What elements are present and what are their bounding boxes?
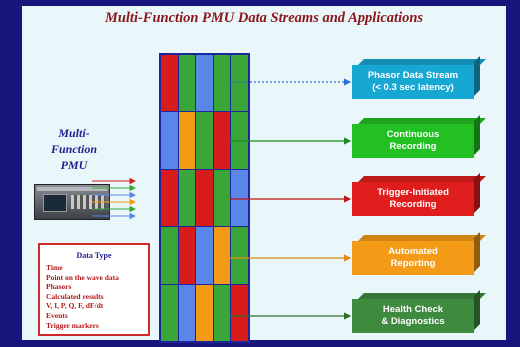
output-box: Phasor Data Stream (< 0.3 sec latency) xyxy=(352,56,486,99)
bus-cell xyxy=(231,55,248,112)
arrows-layer xyxy=(92,78,352,320)
output-box: Trigger-Initiated Recording xyxy=(352,173,486,216)
bus-cell xyxy=(196,112,213,169)
bus-cell xyxy=(178,55,196,112)
data-type-item: Events xyxy=(46,310,68,320)
bus-cell xyxy=(213,112,231,169)
output-box: Automated Reporting xyxy=(352,232,486,275)
output-box-side xyxy=(474,290,480,330)
bus-cell xyxy=(196,169,213,227)
data-type-box: Data Type Time Point on the wave data Ph… xyxy=(38,243,150,336)
data-type-item: Point on the wave data xyxy=(46,272,119,282)
bus-cell xyxy=(178,284,196,341)
bus-cell xyxy=(231,227,248,284)
bus-cell xyxy=(178,169,196,227)
pmu-device-slots xyxy=(71,195,105,209)
output-box-side xyxy=(474,232,480,272)
bus-cell xyxy=(161,169,178,227)
output-box-label: Automated Reporting xyxy=(388,246,438,269)
output-box: Continuous Recording xyxy=(352,115,486,158)
bus-cell xyxy=(161,227,178,284)
data-type-item: V, I, P, Q, F, dF/dt xyxy=(46,301,104,311)
data-type-item: Phasors xyxy=(46,282,72,292)
diagram-title: Multi-Function PMU Data Streams and Appl… xyxy=(104,10,424,26)
bus-cell xyxy=(178,227,196,284)
pmu-label-line-2: Function xyxy=(50,142,98,156)
bus-cell xyxy=(231,284,248,341)
diagram-panel: Multi-Function PMU Data Streams and Appl… xyxy=(22,6,506,343)
bus-cell xyxy=(213,284,231,341)
output-box-side xyxy=(474,173,480,213)
pmu-label-line-1: Multi- xyxy=(58,126,90,140)
pmu-device-strip xyxy=(37,187,107,191)
output-box-label: Health Check & Diagnostics xyxy=(381,304,445,327)
bus-cell xyxy=(213,169,231,227)
pmu-label-line-3: PMU xyxy=(60,158,88,172)
bus-cell xyxy=(213,227,231,284)
bus-cell xyxy=(196,55,213,112)
pmu-label: Multi- Function PMU xyxy=(50,125,98,173)
data-type-item: Time xyxy=(46,263,63,272)
bus-cell xyxy=(161,55,178,112)
bus-cell xyxy=(231,169,248,227)
data-stream-bus xyxy=(159,53,250,343)
output-box-side xyxy=(474,56,480,96)
bus-cell xyxy=(196,284,213,341)
bus-cell xyxy=(161,284,178,341)
output-box-label: Phasor Data Stream (< 0.3 sec latency) xyxy=(367,70,459,93)
data-type-item: Calculated results xyxy=(46,291,104,301)
output-box-side xyxy=(474,115,480,155)
bus-cell xyxy=(196,227,213,284)
bus-cell xyxy=(213,55,231,112)
bus-cell xyxy=(178,112,196,169)
output-box-label: Continuous Recording xyxy=(386,129,440,152)
output-box-label: Trigger-Initiated Recording xyxy=(377,187,449,210)
bus-cell xyxy=(161,112,178,169)
pmu-device-screen xyxy=(43,194,67,212)
data-type-heading: Data Type xyxy=(76,251,112,260)
data-type-item: Trigger markers xyxy=(46,320,99,330)
output-box: Health Check & Diagnostics xyxy=(352,290,486,333)
